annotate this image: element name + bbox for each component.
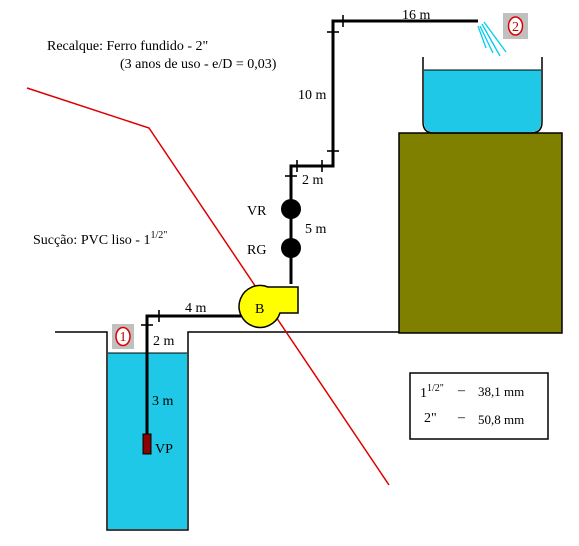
table-row2-value: 50,8 mm [478, 412, 524, 427]
pump [238, 284, 299, 329]
red-reference-line [26, 87, 390, 486]
upper-tank-outline [422, 57, 543, 134]
length-4m: 4 m [185, 301, 207, 316]
gate-valve-label: RG [247, 243, 266, 258]
check-valve [281, 199, 301, 219]
discharge-title: Recalque: Ferro fundido - 2" [47, 39, 208, 54]
table-row1-value: 38,1 mm [478, 384, 524, 399]
suction-pipe [145, 314, 245, 435]
length-16m: 16 m [402, 8, 431, 23]
diameter-table [409, 372, 549, 440]
point-1-label: 1 [120, 330, 127, 345]
pump-label: B [255, 302, 264, 317]
gate-valve [281, 238, 301, 258]
length-2m-top: 2 m [302, 173, 324, 188]
upper-tank-water [424, 70, 541, 132]
platform [398, 132, 563, 334]
foot-valve [142, 433, 152, 455]
point-2-marker [503, 13, 528, 39]
table-row1-diameter: 11/2" [420, 383, 444, 401]
table-row2-diameter: 2" [424, 411, 437, 426]
discharge-subtitle: (3 anos de uso - e/D = 0,03) [120, 57, 277, 72]
table-row1-dash: – [457, 383, 466, 398]
discharge-spray [477, 21, 507, 57]
pipe-section-ticks [141, 15, 344, 326]
suction-title: Sucção: PVC liso - 11/2" [33, 230, 167, 248]
foot-valve-label: VP [155, 442, 173, 457]
length-2m-bottom: 2 m [153, 334, 175, 349]
check-valve-label: VR [247, 204, 267, 219]
length-3m: 3 m [152, 394, 174, 409]
ground-and-well-outline [55, 331, 410, 531]
point-1-marker [112, 324, 134, 349]
length-10m: 10 m [298, 88, 327, 103]
table-row2-dash: – [457, 410, 466, 425]
length-5m: 5 m [305, 222, 327, 237]
point-2-label: 2 [512, 20, 519, 35]
